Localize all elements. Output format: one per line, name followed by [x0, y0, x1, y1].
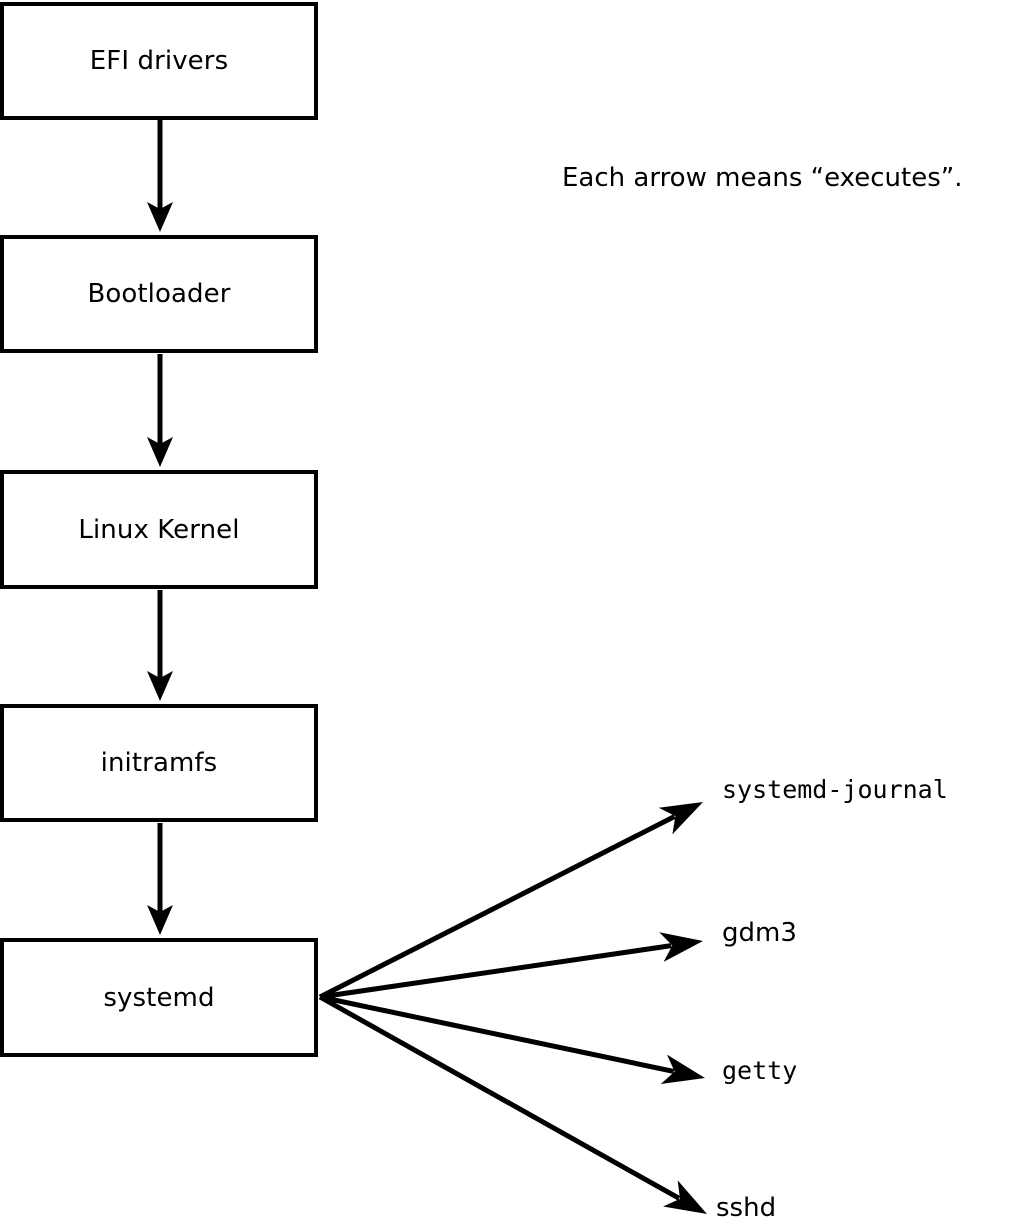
node-label-initramfs: initramfs	[100, 748, 218, 778]
chain-arrow-group	[147, 120, 173, 935]
arrow-head-initramfs-to-systemd	[147, 905, 173, 935]
arrow-head-kernel-to-initramfs	[147, 671, 173, 701]
node-label-linux-kernel: Linux Kernel	[78, 514, 240, 545]
legend-caption: Each arrow means “executes”.	[562, 163, 963, 193]
node-box-systemd[interactable]: systemd	[0, 938, 318, 1057]
leaf-label-getty: getty	[722, 1056, 798, 1085]
arrow-shaft-systemd-to-sshd	[318, 994, 681, 1201]
arrow-head-systemd-to-systemd-journal	[658, 802, 703, 835]
arrow-head-systemd-to-sshd	[663, 1180, 707, 1214]
arrow-shaft-systemd-to-systemd-journal	[318, 814, 676, 1000]
node-label-efi-drivers: EFI drivers	[89, 46, 229, 76]
arrow-shaft-systemd-to-gdm3	[319, 943, 672, 1000]
fan-arrow-group	[318, 802, 707, 1214]
arrow-head-systemd-to-getty	[660, 1054, 705, 1085]
arrow-head-systemd-to-gdm3	[659, 932, 703, 962]
node-box-initramfs[interactable]: initramfs	[0, 704, 318, 822]
arrow-head-bootloader-to-kernel	[147, 437, 173, 467]
leaf-label-systemd-journal: systemd-journal	[722, 775, 948, 804]
leaf-label-sshd: sshd	[716, 1193, 777, 1223]
node-label-bootloader: Bootloader	[87, 279, 231, 309]
arrow-head-efi-to-bootloader	[147, 202, 173, 232]
node-box-efi-drivers[interactable]: EFI drivers	[0, 2, 318, 120]
node-box-bootloader[interactable]: Bootloader	[0, 235, 318, 353]
node-label-systemd: systemd	[103, 982, 215, 1013]
node-box-linux-kernel[interactable]: Linux Kernel	[0, 470, 318, 589]
leaf-label-gdm3: gdm3	[722, 918, 797, 948]
arrow-shaft-systemd-to-getty	[319, 994, 675, 1074]
